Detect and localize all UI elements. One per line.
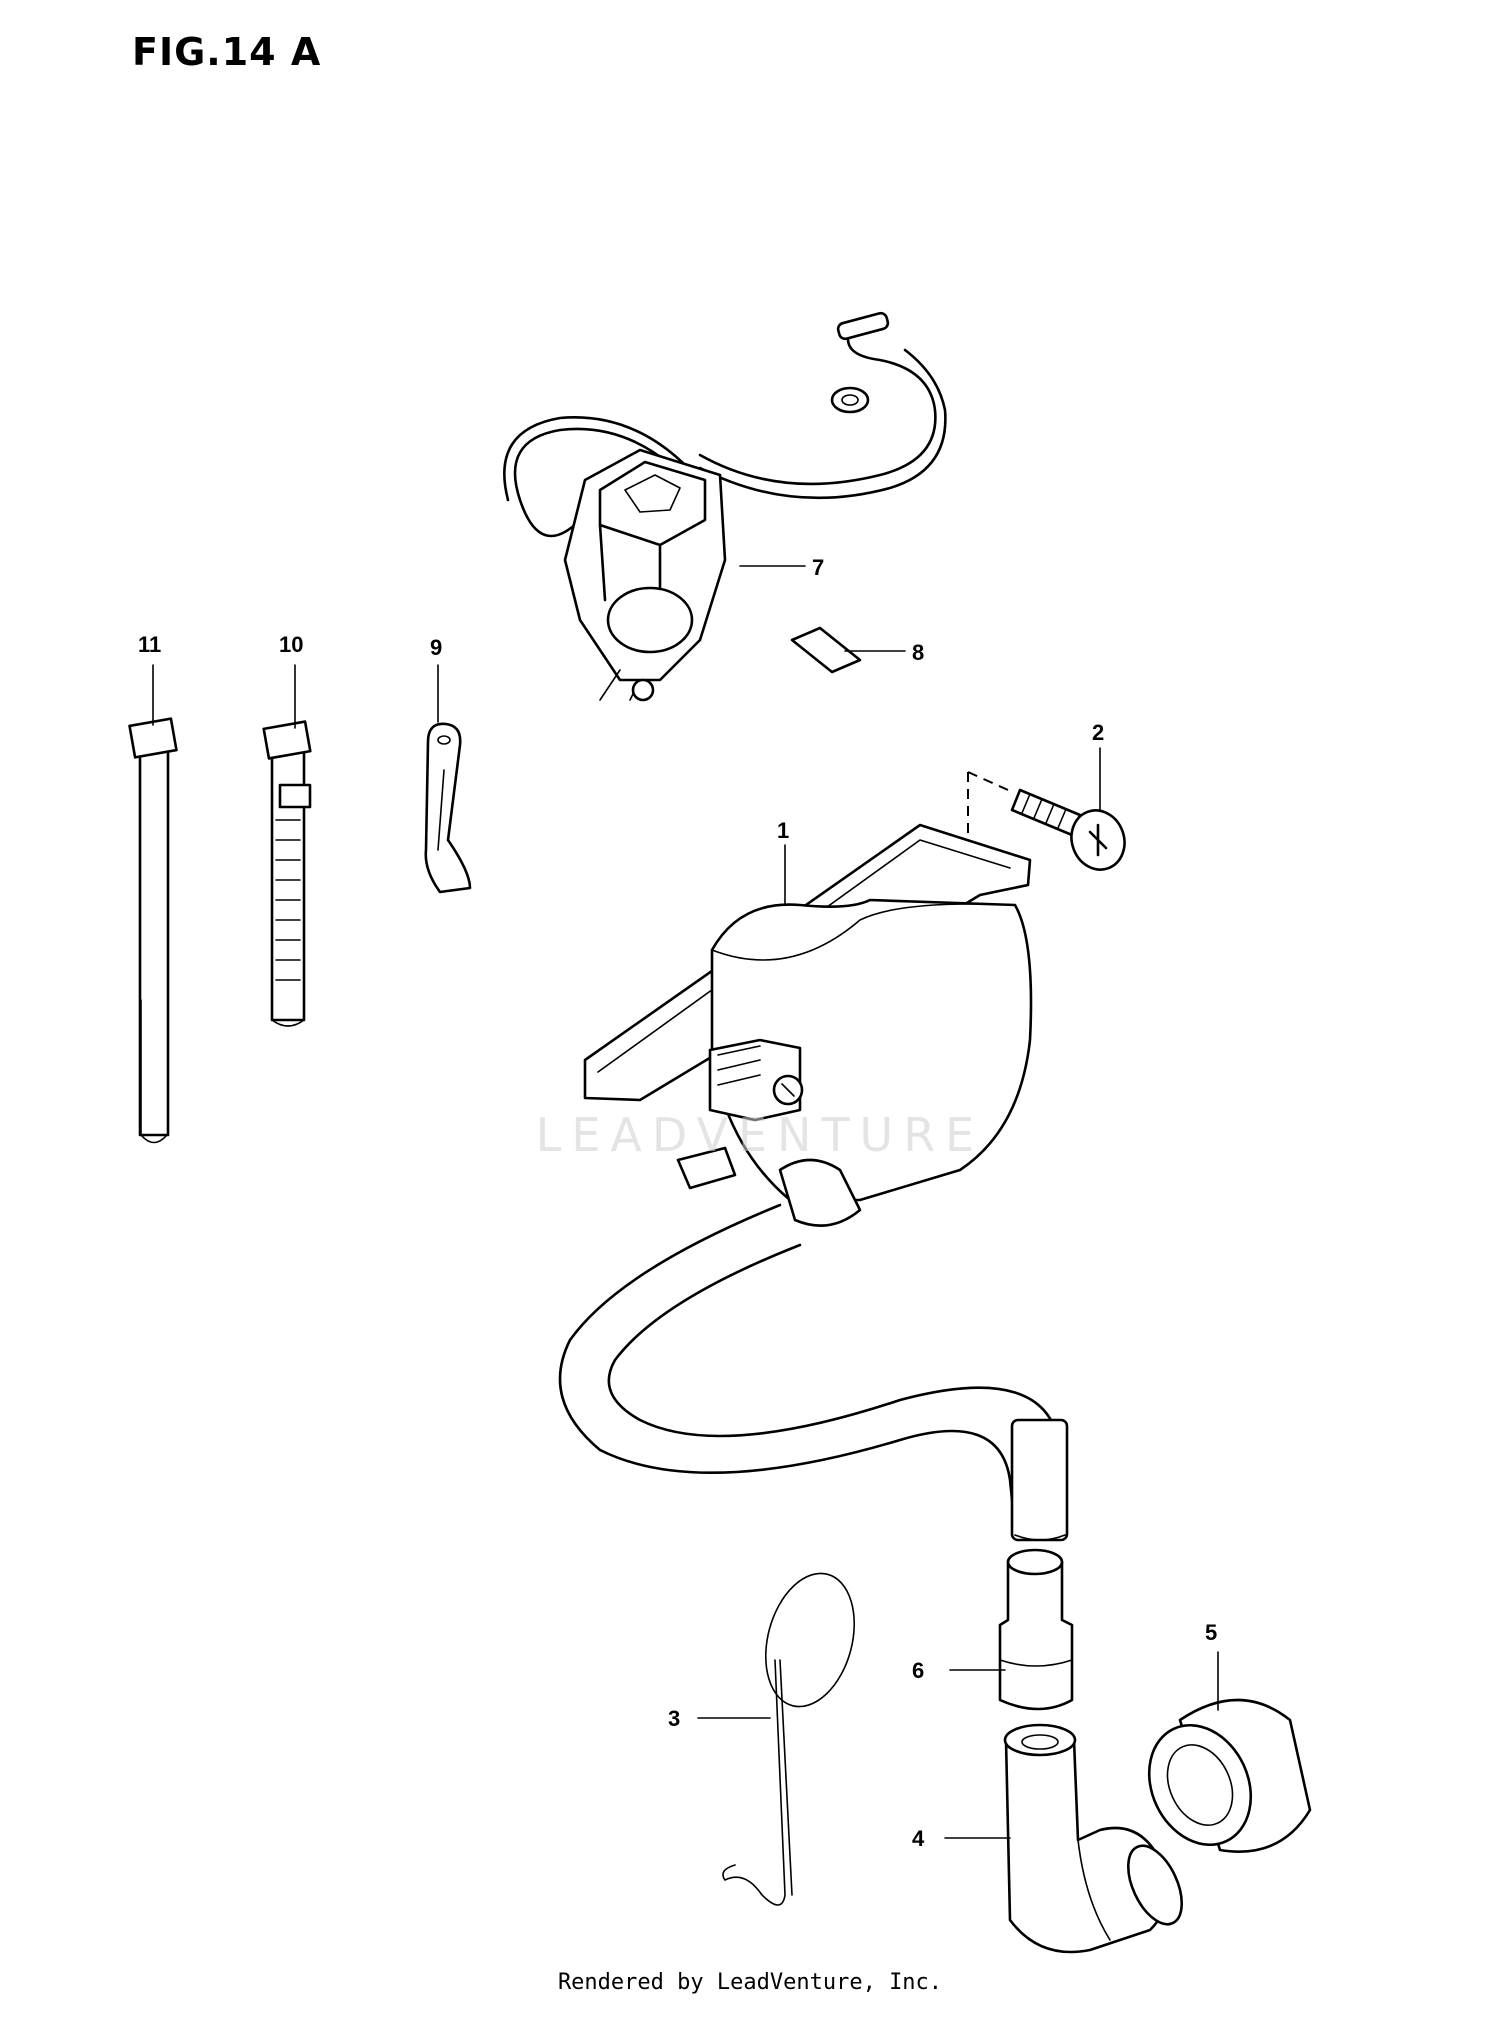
part-4-plug-cap[interactable] [1003,1723,1193,1954]
callout-11: 11 [138,632,161,657]
callout-1: 1 [777,818,789,843]
callout-2: 2 [1092,720,1104,745]
callout-6: 6 [912,1658,924,1683]
watermark-text: LEADVENTURE [535,1108,985,1162]
part-1-ignition-coil[interactable] [558,823,1069,1542]
part-10-cable-tie[interactable] [262,720,312,1027]
part-7-stop-switch[interactable] [503,311,947,702]
callout-4: 4 [912,1826,925,1851]
footer-credit: Rendered by LeadVenture, Inc. [557,1970,943,1995]
callout-8: 8 [912,640,924,665]
callout-3: 3 [668,1706,680,1731]
part-2-bolt[interactable] [967,771,1133,877]
figure-title: FIG.14 A [132,30,322,74]
callout-7: 7 [812,555,824,580]
callout-5: 5 [1205,1620,1217,1645]
part-6-cap-sleeve[interactable] [998,1548,1074,1711]
part-8-label[interactable] [790,626,862,674]
callout-10: 10 [279,632,303,657]
part-5-rubber-boot[interactable] [1130,1698,1312,1861]
part-9-cable-clamp[interactable] [424,722,472,894]
callout-9: 9 [430,635,442,660]
part-3-wire-clip[interactable] [722,1563,868,1906]
part-11-cable-tie[interactable] [128,717,178,1144]
